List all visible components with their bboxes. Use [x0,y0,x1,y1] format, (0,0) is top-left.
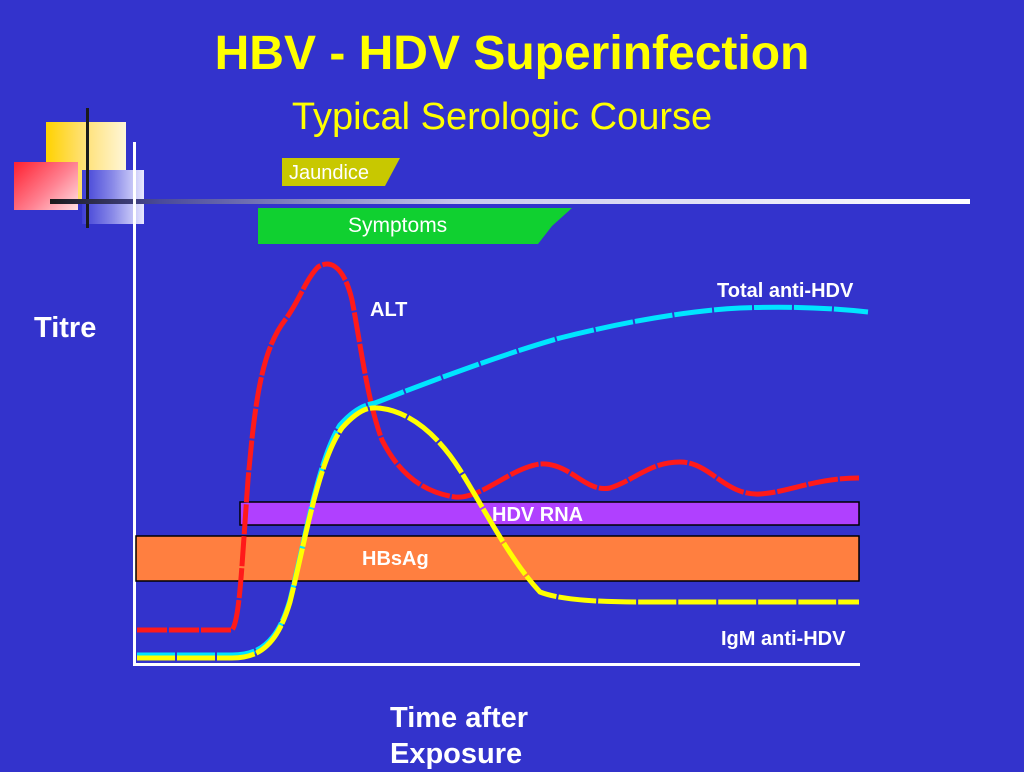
x-axis [133,663,860,666]
igm-anti-hdv-curve [137,405,859,661]
x-axis-title-line2: Exposure [390,738,523,770]
alt-curve [137,261,860,633]
x-axis-title: Time after Exposure [390,700,528,772]
hdv-rna-label: HDV RNA [492,504,584,526]
hbsag-bar [135,535,860,582]
y-axis-title: Titre [34,312,97,344]
alt-label: ALT [370,299,408,321]
igm-anti-hdv-label: IgM anti-HDV [721,628,846,650]
symptoms-label: Symptoms [348,214,448,237]
page-subtitle: Typical Serologic Course [291,96,713,138]
total-anti-hdv-label: Total anti-HDV [717,280,854,302]
jaundice-label: Jaundice [289,162,370,184]
symptoms-bar [258,208,572,244]
x-axis-title-line1: Time after [390,702,529,734]
page-title: HBV - HDV Superinfection [214,27,810,80]
decorative-vertical-line [86,108,89,228]
hbsag-label: HBsAg [362,548,429,570]
decorative-horizontal-line [50,199,970,204]
jaundice-bar [282,158,400,186]
hdv-rna-bar [239,501,860,526]
y-axis [133,142,136,666]
